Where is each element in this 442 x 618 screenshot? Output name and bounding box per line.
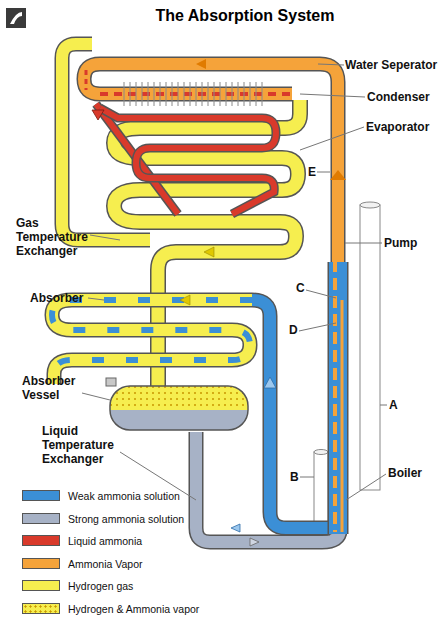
legend-row: Hydrogen & Ammonia vapor [22,602,222,616]
flow-arrow [196,59,206,69]
burner-tube-top [314,450,328,455]
callout-letter: A [389,398,403,412]
part-label: Pump [384,236,440,250]
part-label: Absorber Vessel [22,374,84,402]
part-label: Boiler [388,466,442,480]
pipe-outline [328,262,349,534]
fin-lines [124,82,262,106]
part-label: Liquid Temperature Exchanger [42,424,126,466]
legend-text: Liquid ammonia [68,534,142,548]
leader-line [317,172,330,173]
pipe-outline [252,300,330,528]
part-label: Gas Temperature Exchanger [16,216,98,258]
vessel-cap [106,378,116,386]
leader-line [299,323,336,331]
heater-tube-top [360,202,380,208]
legend-swatch [22,558,60,569]
liquid-ammonia-pipe [100,108,276,214]
legend-swatch [22,513,60,524]
leader-line [300,94,365,97]
pump-tube [333,262,337,532]
legend-row: Liquid ammonia [22,534,222,548]
legend-swatch [22,603,60,614]
part-label: Evaporator [366,120,441,134]
absorber-vessel [110,386,248,430]
heater-tube [360,205,380,490]
hydrogen-pipe [62,44,150,240]
boiler-column [329,262,347,534]
absorber-pipe [52,300,252,384]
condenser-fins [124,82,262,106]
callout-letter: D [289,323,303,337]
brand-logo-mark [10,12,22,24]
legend-row: Ammonia Vapor [22,557,222,571]
leader-line [380,405,387,406]
leader-line [300,127,364,150]
vessel-liquid [110,410,248,430]
leader-line [300,477,314,478]
legend-swatch [22,535,60,546]
flow-arrow [204,247,214,257]
callout-letter: C [296,281,310,295]
leader-line [346,474,386,500]
leader-line [318,64,344,65]
flow-arrow [264,377,276,388]
part-label: Absorber [30,291,92,305]
pump-tube [341,300,344,532]
brand-logo [6,8,26,28]
legend-text: Weak ammonia solution [68,489,180,503]
weak-solution-pipe [252,300,330,528]
vessel-outline [110,386,248,430]
callout-letter: B [290,470,304,484]
flow-arrow [231,524,240,532]
part-label: Condenser [367,90,442,104]
leader-line [88,298,104,300]
vessel-gas [110,386,248,430]
legend-text: Hydrogen & Ammonia vapor [68,602,199,616]
diagram-title: The Absorption System [140,7,350,25]
leader-line [345,243,382,244]
legend-row: Strong ammonia solution [22,512,222,526]
flow-arrow [180,295,190,305]
pipe-outline [84,64,338,262]
absorber-solution-drops [52,300,252,384]
flow-arrow [92,110,104,120]
leader-line [90,235,120,240]
pipe-outline [52,300,252,384]
legend-row: Weak ammonia solution [22,489,222,503]
pump-bubbles [333,270,337,530]
flow-arrow [330,170,346,180]
leader-line [306,290,336,298]
callout-letter: E [308,165,322,179]
legend-swatch [22,490,60,501]
pipe-outline [62,44,150,240]
legend-row: Hydrogen gas [22,579,222,593]
flow-arrow [250,538,259,546]
legend-text: Ammonia Vapor [68,557,143,571]
part-label: Water Seperator [345,58,440,72]
leader-line [82,393,110,400]
pipe-outline [100,108,276,214]
vapor-pipe [84,64,338,262]
leader-lines [82,64,387,500]
legend-text: Strong ammonia solution [68,512,184,526]
condensate-dashes [85,70,88,90]
legend-swatch [22,580,60,591]
legend-text: Hydrogen gas [68,579,133,593]
